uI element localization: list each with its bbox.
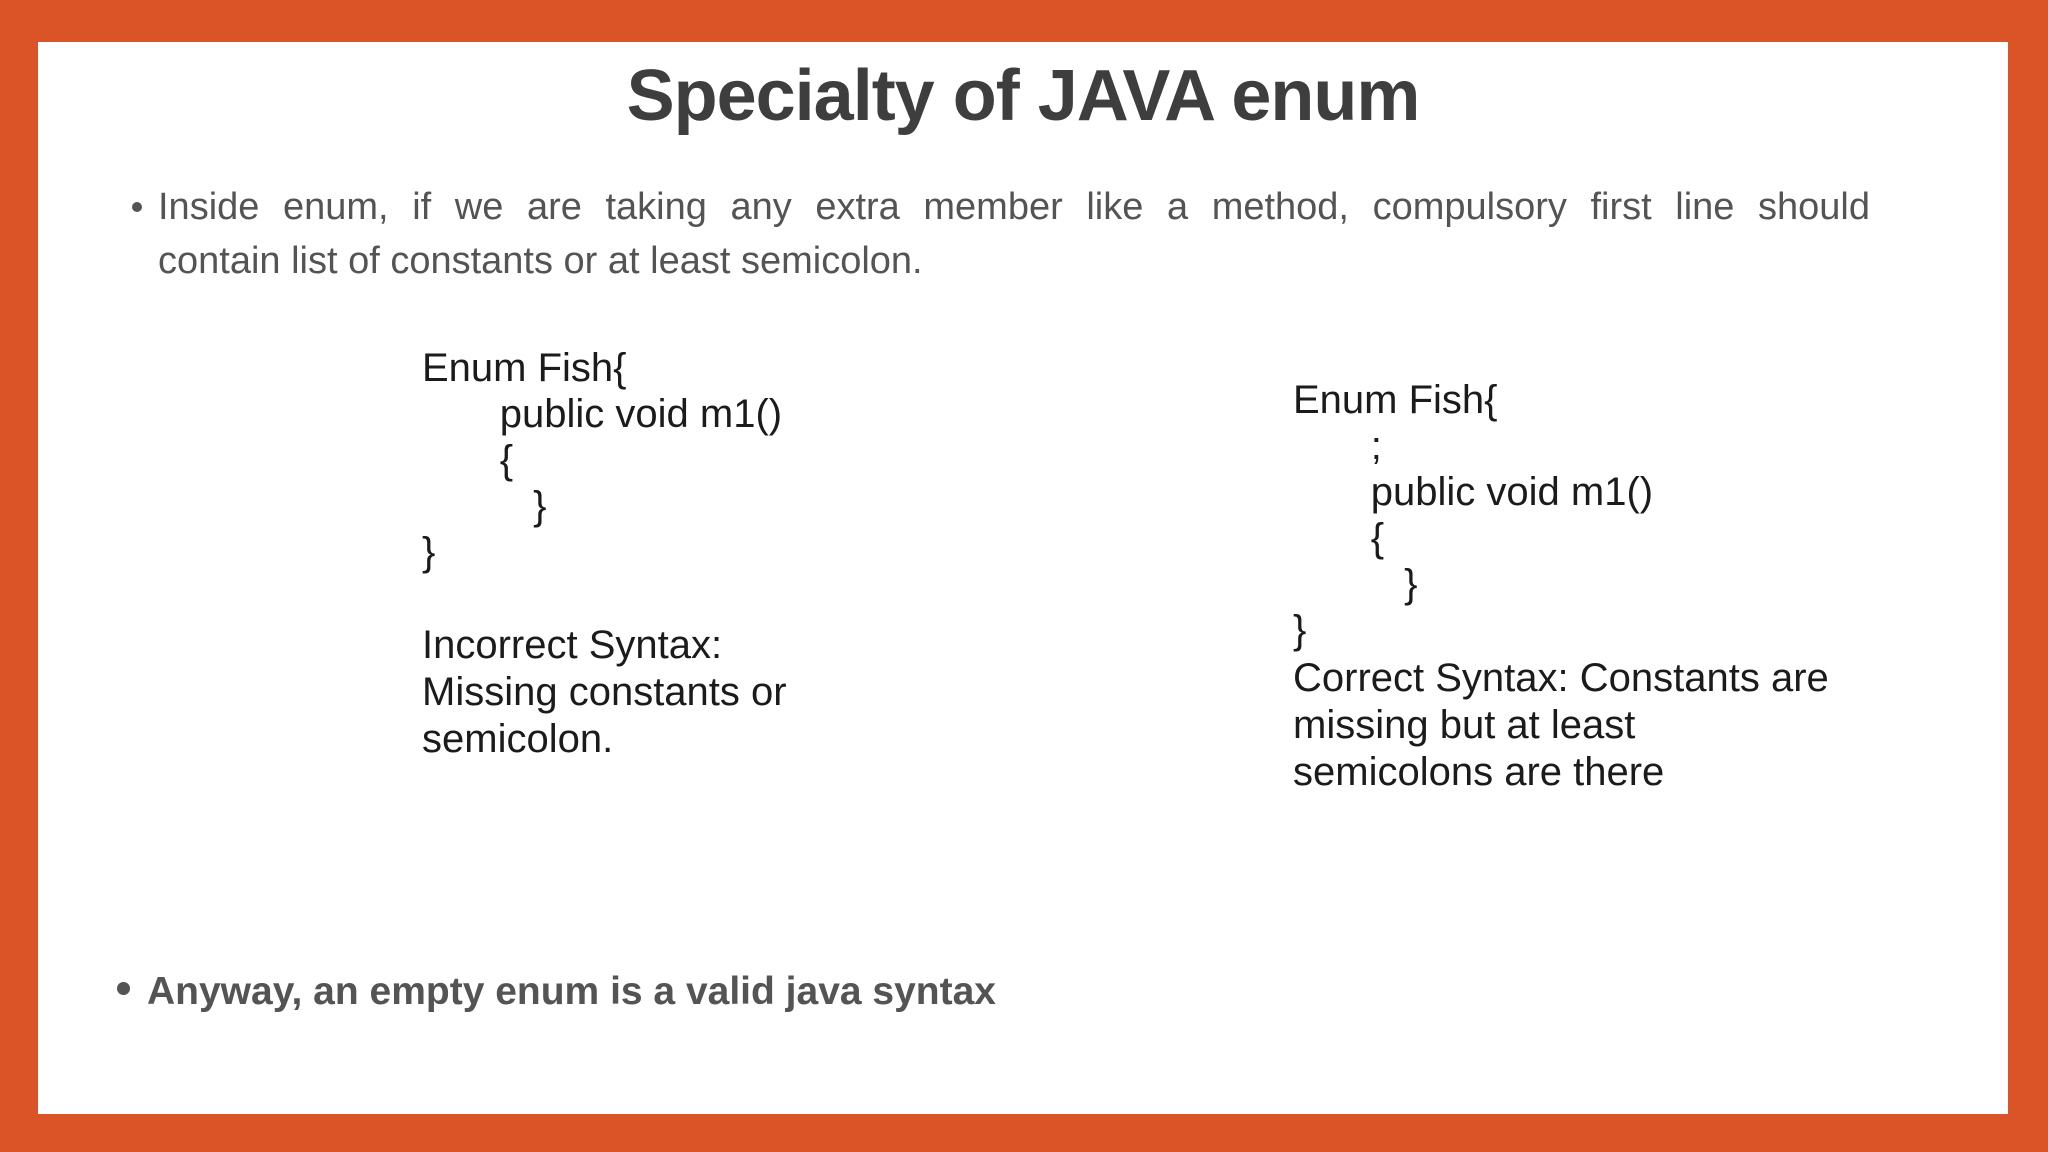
code-block-incorrect: Enum Fish{ public void m1() { } }	[422, 346, 783, 574]
bullet-intro-line-1: Inside enum, if we are taking any extra …	[158, 186, 1870, 228]
code-block-correct: Enum Fish{ ; public void m1() { } }	[1293, 378, 1654, 652]
bullet-dot	[117, 982, 130, 995]
slide-content: Specialty of JAVA enum Inside enum, if w…	[38, 42, 2008, 1114]
bullet-item-intro: Inside enum, if we are taking any extra …	[158, 180, 1870, 288]
bullet-intro-line-2: contain list of constants or at least se…	[158, 240, 923, 282]
page-title: Specialty of JAVA enum	[626, 56, 1421, 136]
bullet-dot	[132, 202, 142, 212]
caption-correct-syntax: Correct Syntax: Constants are missing bu…	[1293, 656, 1829, 794]
caption-incorrect-syntax: Incorrect Syntax: Missing constants or s…	[422, 623, 787, 761]
bullet-item-empty-enum: Anyway, an empty enum is a valid java sy…	[147, 970, 996, 1013]
